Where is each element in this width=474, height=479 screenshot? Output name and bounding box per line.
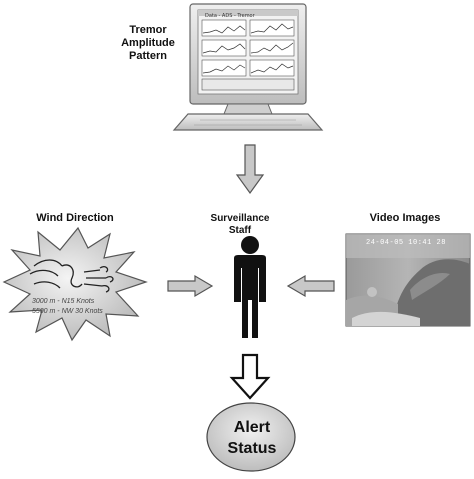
tremor-label: Tremor Amplitude Pattern bbox=[108, 24, 188, 63]
tremor-traces bbox=[202, 23, 294, 74]
alert-status-oval bbox=[206, 402, 296, 472]
video-image-photo bbox=[345, 233, 471, 327]
alert-label-line-2: Status bbox=[227, 440, 277, 457]
surveillance-staff-icon bbox=[234, 236, 266, 338]
tremor-label-line-3: Pattern bbox=[129, 50, 167, 62]
tremor-label-line-1: Tremor bbox=[129, 24, 167, 36]
arrow-wind-to-staff bbox=[167, 274, 214, 298]
arrow-monitor-to-staff bbox=[235, 144, 265, 195]
tremor-label-line-2: Amplitude bbox=[121, 37, 175, 49]
staff-label-line-2: Staff bbox=[228, 225, 252, 236]
wind-direction-label: Wind Direction bbox=[36, 212, 114, 224]
video-timestamp: 24-04-05 10:41 28 bbox=[366, 239, 446, 247]
wind-speed-3000m: 3000 m - N15 Knots bbox=[32, 298, 95, 305]
monitor-icon bbox=[172, 3, 324, 131]
arrow-video-to-staff bbox=[286, 274, 335, 298]
surveillance-staff-label: Surveillance Staff bbox=[200, 213, 280, 237]
monitor-window-title: Data - ADS - Tremor bbox=[205, 13, 255, 19]
arrow-staff-to-alert bbox=[229, 353, 271, 400]
video-images-label: Video Images bbox=[369, 212, 441, 224]
wind-speed-5500m: 5500 m - NW 30 Knots bbox=[32, 308, 103, 315]
alert-label-line-1: Alert bbox=[233, 419, 271, 436]
staff-label-line-1: Surveillance bbox=[210, 213, 270, 224]
wind-burst-icon bbox=[2, 226, 148, 342]
